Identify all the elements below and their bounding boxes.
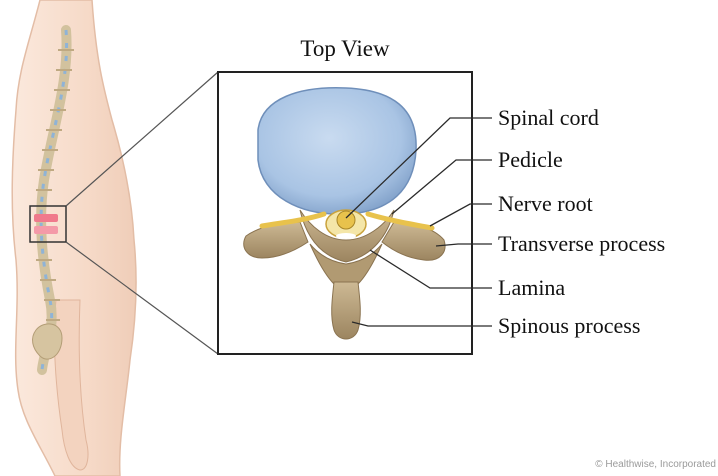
copyright-credit: © Healthwise, Incorporated [595,459,716,470]
label-spinous-process: Spinous process [498,314,640,338]
body-silhouette [12,0,136,476]
label-pedicle: Pedicle [498,148,563,172]
label-nerve-root: Nerve root [498,192,593,216]
figure-title: Top View [218,36,472,62]
label-transverse-process: Transverse process [498,232,665,256]
label-spinal-cord: Spinal cord [498,106,599,130]
label-lamina: Lamina [498,276,565,300]
